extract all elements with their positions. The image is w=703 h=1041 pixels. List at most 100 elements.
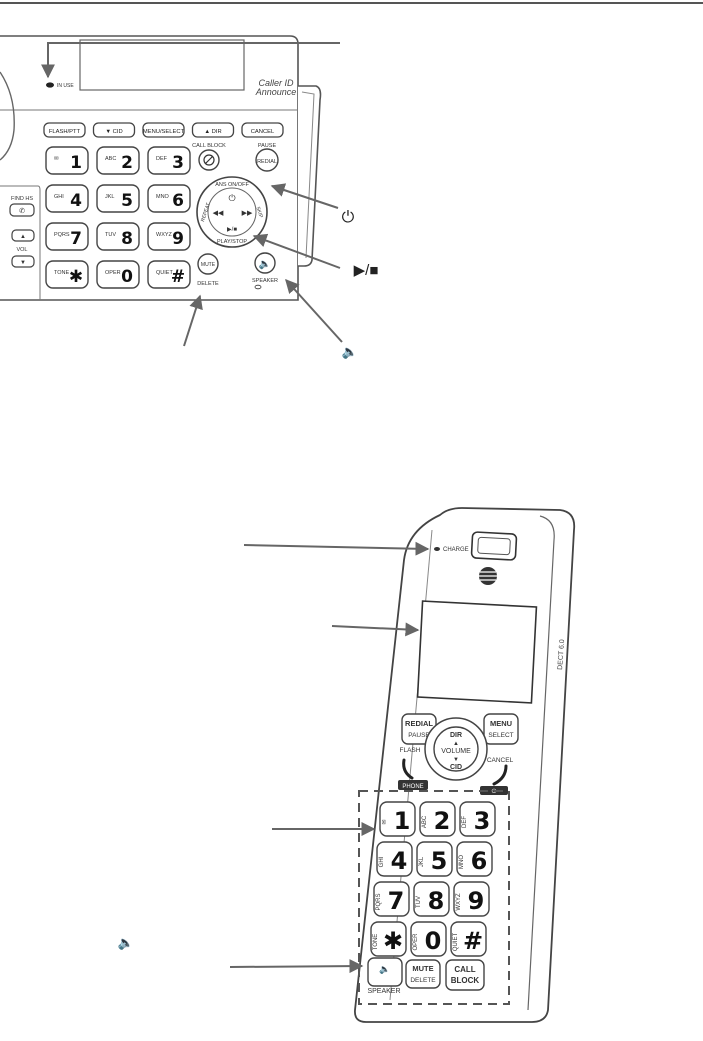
key-7[interactable] bbox=[45, 222, 89, 251]
hs-key-hash[interactable] bbox=[450, 921, 487, 957]
hs-mute-delete-button[interactable] bbox=[405, 959, 441, 989]
menu-select-key[interactable] bbox=[142, 122, 185, 138]
key-5[interactable] bbox=[96, 184, 140, 213]
hs-key-2[interactable] bbox=[419, 801, 456, 837]
answering-dial-inner bbox=[207, 187, 257, 237]
earpiece-slot-inner bbox=[477, 536, 511, 556]
hs-key-3-digit: 3 bbox=[474, 807, 491, 835]
hs-key-3[interactable] bbox=[459, 801, 496, 837]
hs-key-4[interactable] bbox=[376, 841, 413, 877]
hs-key-star[interactable] bbox=[370, 921, 407, 957]
hs-cancel-label: CANCEL bbox=[487, 757, 514, 764]
hs-key-8-letters: TUV bbox=[416, 896, 422, 908]
hs-speaker-button[interactable] bbox=[367, 957, 403, 987]
hs-key-5[interactable] bbox=[416, 841, 453, 877]
callout-line-in-use bbox=[41, 42, 340, 79]
redial-label: REDIAL bbox=[257, 159, 277, 165]
callout-line-play-stop bbox=[252, 233, 341, 269]
caller-id-label: Caller ID bbox=[258, 78, 294, 88]
key-3[interactable] bbox=[147, 146, 191, 175]
hs-delete-label: DELETE bbox=[410, 977, 436, 984]
key-6[interactable] bbox=[147, 184, 191, 213]
find-hs-button[interactable] bbox=[9, 203, 35, 217]
callout-line-power bbox=[270, 183, 339, 209]
callout-speaker-icon: 🔈 bbox=[342, 344, 358, 360]
ans-on-off-label: ANS ON/OFF bbox=[215, 182, 249, 188]
hs-key-8[interactable] bbox=[413, 881, 450, 917]
dir-key[interactable] bbox=[191, 122, 235, 138]
key-3-digit: 3 bbox=[172, 153, 184, 173]
handset-side-label: DECT 6.0 bbox=[557, 639, 566, 670]
hs-cid-label: CID bbox=[450, 764, 462, 771]
key-9-letters: WXYZ bbox=[156, 232, 173, 238]
play-stop-label: PLAY/STOP bbox=[217, 239, 247, 245]
cid-key[interactable] bbox=[92, 122, 136, 138]
skip-label: SKIP bbox=[254, 206, 263, 219]
hs-key-8-digit: 8 bbox=[428, 887, 445, 915]
key-hash[interactable] bbox=[147, 260, 191, 289]
speaker-button[interactable] bbox=[254, 252, 276, 274]
key-hash-letters: QUIET bbox=[156, 270, 173, 276]
hs-key-6[interactable] bbox=[456, 841, 493, 877]
handset-display bbox=[416, 600, 538, 704]
block-icon-slash bbox=[205, 156, 213, 164]
hs-end-call-icon[interactable] bbox=[492, 764, 508, 786]
callout-line-speaker bbox=[285, 278, 343, 343]
key-9[interactable] bbox=[147, 222, 191, 251]
key-2[interactable] bbox=[96, 146, 140, 175]
hs-key-2-letters: ABC bbox=[422, 815, 428, 828]
key-star[interactable] bbox=[45, 260, 89, 289]
hs-key-2-digit: 2 bbox=[434, 807, 451, 835]
hs-key-star-digit: ✱ bbox=[383, 927, 403, 955]
key-6-letters: MNO bbox=[156, 194, 170, 200]
redial-pause-button[interactable] bbox=[255, 148, 279, 172]
flash-ptt-key[interactable] bbox=[43, 122, 86, 138]
hs-key-7[interactable] bbox=[373, 881, 410, 917]
hs-key-1-digit: 1 bbox=[394, 807, 411, 835]
cancel-key[interactable] bbox=[241, 122, 284, 138]
volume-up-button[interactable] bbox=[11, 229, 35, 242]
hs-call-block-button[interactable] bbox=[445, 959, 485, 991]
hs-volume-label: VOLUME bbox=[441, 748, 471, 755]
key-1[interactable] bbox=[45, 146, 89, 175]
repeat-label: REPEAT bbox=[200, 202, 212, 223]
key-star-digit: ✱ bbox=[69, 267, 83, 287]
key-8-letters: TUV bbox=[105, 232, 116, 238]
hs-key-1[interactable] bbox=[379, 801, 416, 837]
hs-key-0-letters: OPER bbox=[413, 933, 419, 951]
cradle-handset-edge bbox=[298, 85, 322, 267]
hs-pause-label: PAUSE bbox=[408, 732, 430, 739]
hs-key-0[interactable] bbox=[410, 921, 447, 957]
in-use-label: IN USE bbox=[57, 83, 74, 89]
key-hash-digit: # bbox=[171, 267, 185, 287]
key-2-digit: 2 bbox=[121, 153, 133, 173]
hs-phone-button[interactable] bbox=[398, 780, 428, 790]
key-7-letters: PQRS bbox=[54, 232, 70, 238]
hs-key-9[interactable] bbox=[453, 881, 490, 917]
cid-key-label: ▼ CID bbox=[105, 129, 122, 135]
hs-key-0-digit: 0 bbox=[425, 927, 442, 955]
hs-key-5-letters: JKL bbox=[419, 856, 425, 867]
in-use-led bbox=[46, 82, 54, 88]
call-block-label: CALL BLOCK bbox=[192, 143, 226, 149]
key-1-letters: ✉ bbox=[54, 156, 59, 162]
volume-down-button[interactable] bbox=[11, 255, 35, 268]
key-3-letters: DEF bbox=[156, 156, 168, 162]
hs-block-label: BLOCK bbox=[451, 976, 480, 985]
dial-play-stop-icon: ▶/■ bbox=[227, 227, 237, 233]
hs-key-hash-digit: # bbox=[463, 927, 483, 955]
handset-side-edge bbox=[527, 515, 555, 1011]
hs-menu-select-button[interactable] bbox=[483, 713, 519, 745]
key-0[interactable] bbox=[96, 260, 140, 289]
hs-key-3-letters: DEF bbox=[462, 816, 468, 828]
hs-key-1-letters: ✉ bbox=[382, 819, 388, 824]
mute-button[interactable] bbox=[197, 253, 219, 275]
hs-nav-joystick[interactable] bbox=[433, 726, 479, 772]
callout-power-icon: ⏻ bbox=[342, 209, 355, 226]
key-4[interactable] bbox=[45, 184, 89, 213]
key-8[interactable] bbox=[96, 222, 140, 251]
handset-callouts: 🔈 bbox=[118, 541, 430, 974]
key-4-digit: 4 bbox=[70, 191, 82, 211]
